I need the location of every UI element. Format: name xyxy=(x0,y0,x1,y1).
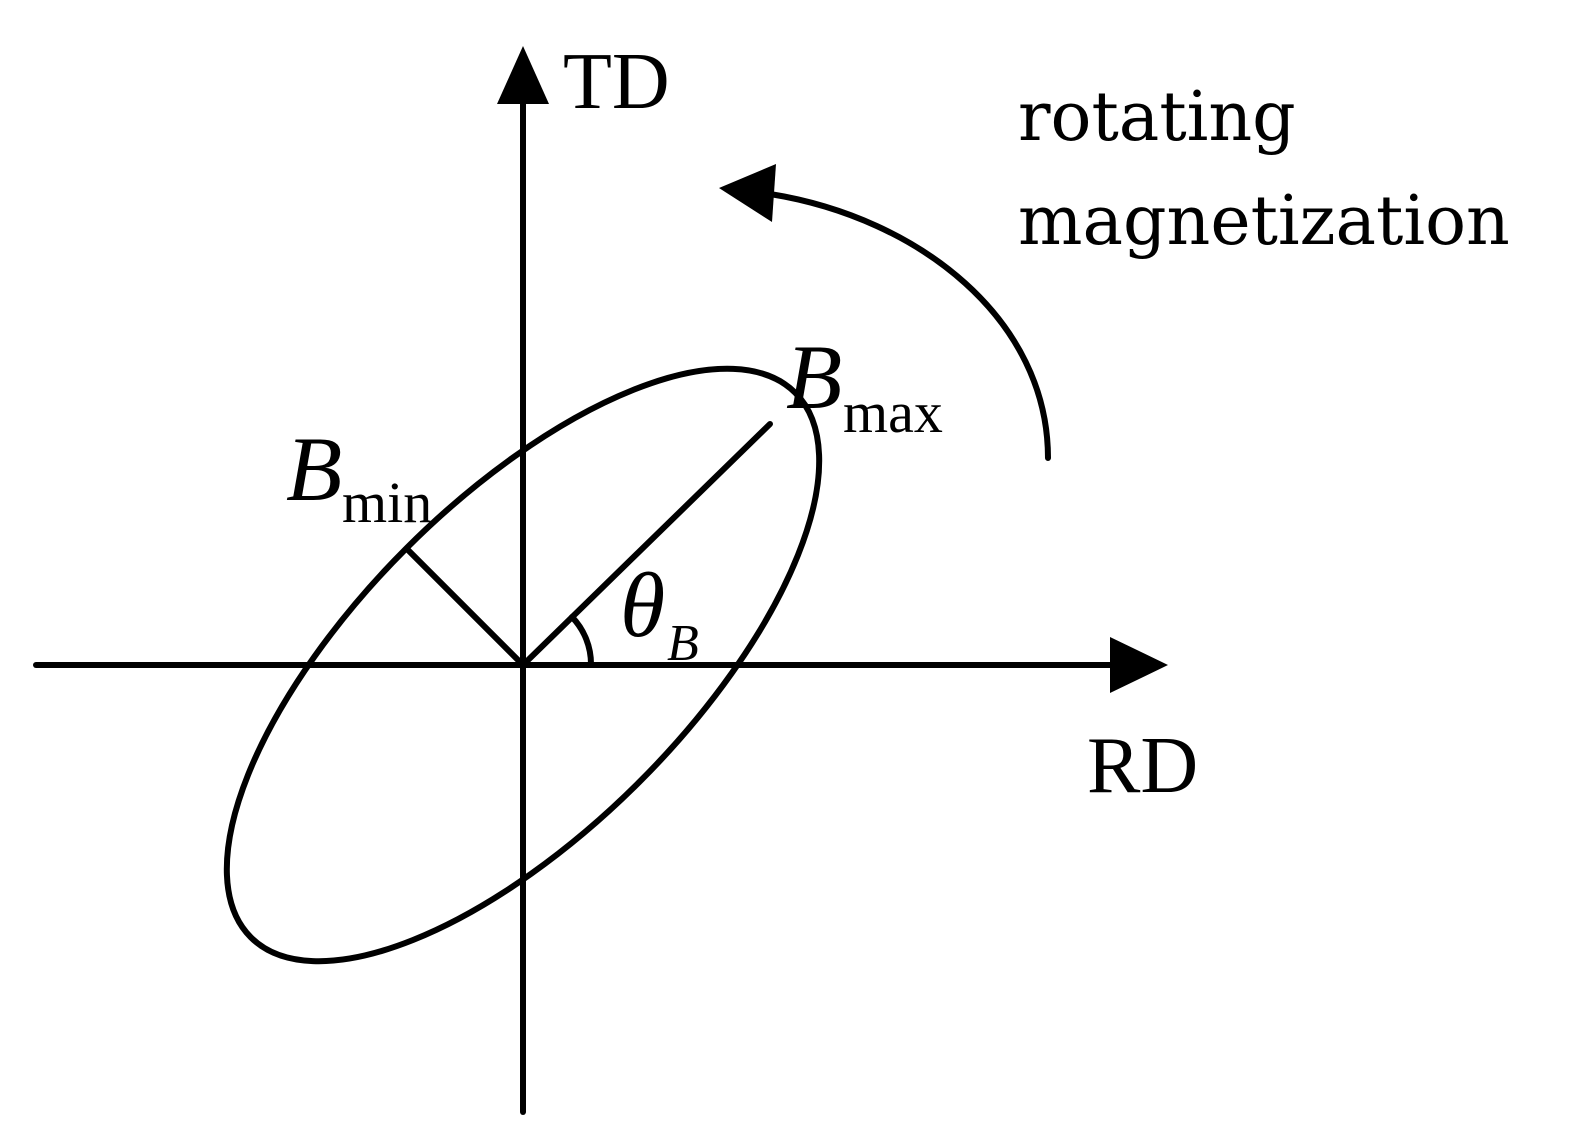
caption-line-1: rotating xyxy=(1018,78,1296,157)
bmin-subscript: min xyxy=(342,470,432,535)
td-label: TD xyxy=(563,38,670,126)
theta-subscript: B xyxy=(667,615,699,672)
theta-angle-arc xyxy=(569,614,595,668)
rd-label: RD xyxy=(1087,722,1198,810)
bmin-line xyxy=(404,546,526,668)
td-axis-arrowhead xyxy=(497,46,549,104)
bmin-symbol: B xyxy=(286,418,342,520)
theta-symbol: θ xyxy=(620,554,665,656)
bmax-line xyxy=(520,421,773,668)
rotation-arrowhead xyxy=(719,164,776,222)
caption-line-2: magnetization xyxy=(1018,182,1510,261)
rotation-arc xyxy=(767,191,1051,461)
rd-axis-arrowhead xyxy=(1110,637,1168,693)
bmax-symbol: B xyxy=(786,326,842,428)
bmax-subscript: max xyxy=(843,380,943,445)
